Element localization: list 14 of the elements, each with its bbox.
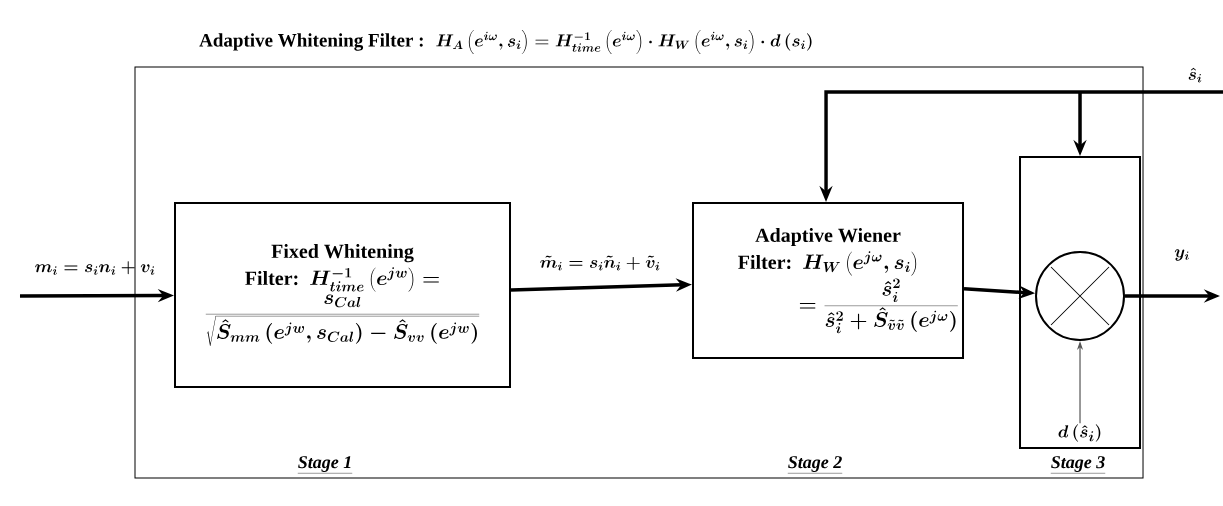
edge-label: $m_i = s_i n_i + v_i$ bbox=[35, 261, 155, 275]
filter-box: Adaptive Wiener Filter: $H_{W}\left(e^{j\omega},s_i\right)$ $=\frac{\hat{s}_i^{2}}{\hat{s}_i^{2}+\hat{S}_{\tilde{v}\tilde{v}}\left(e^{j\omega}\right)}$ bbox=[692, 202, 964, 359]
multiplier-symbol bbox=[1035, 251, 1125, 341]
edge-label: $y_i$ bbox=[1174, 249, 1189, 261]
edge-label: $\tilde{m}_i = s_i \tilde{n}_i + \tilde{v}_i$ bbox=[540, 255, 660, 271]
title: Adaptive Whitening Filter : bbox=[199, 33, 423, 51]
stage-box bbox=[1019, 156, 1141, 449]
stage-label: Stage 1 bbox=[297, 456, 353, 474]
edge-label: $\hat{s}_i$ bbox=[1188, 67, 1202, 83]
stage-label: Stage 2 bbox=[787, 456, 843, 474]
filter-box: Fixed Whitening Filter: $H^{-1}_{time}\left(e^{jw}\right) =$ $\frac{s_{Cal}}{\sqrt{\hat{S}_{mm}\left(e^{jw},s_{Cal}\right)-\hat{S}_{vv}\left(e^{jw}\right)}}$ bbox=[174, 202, 511, 388]
stage-label: Stage 3 bbox=[1050, 456, 1106, 474]
formula: $H_A\left(e^{i\omega},s_i\right) = H^{-1}_{time}\left(e^{i\omega}\right)\cdot H_W\left(e^{i\omega},s_i\right)\cdot d\left(s_i\right)$ bbox=[436, 30, 812, 54]
signal-label: $d\left(\hat{s}_i\right)$ bbox=[1058, 424, 1101, 442]
